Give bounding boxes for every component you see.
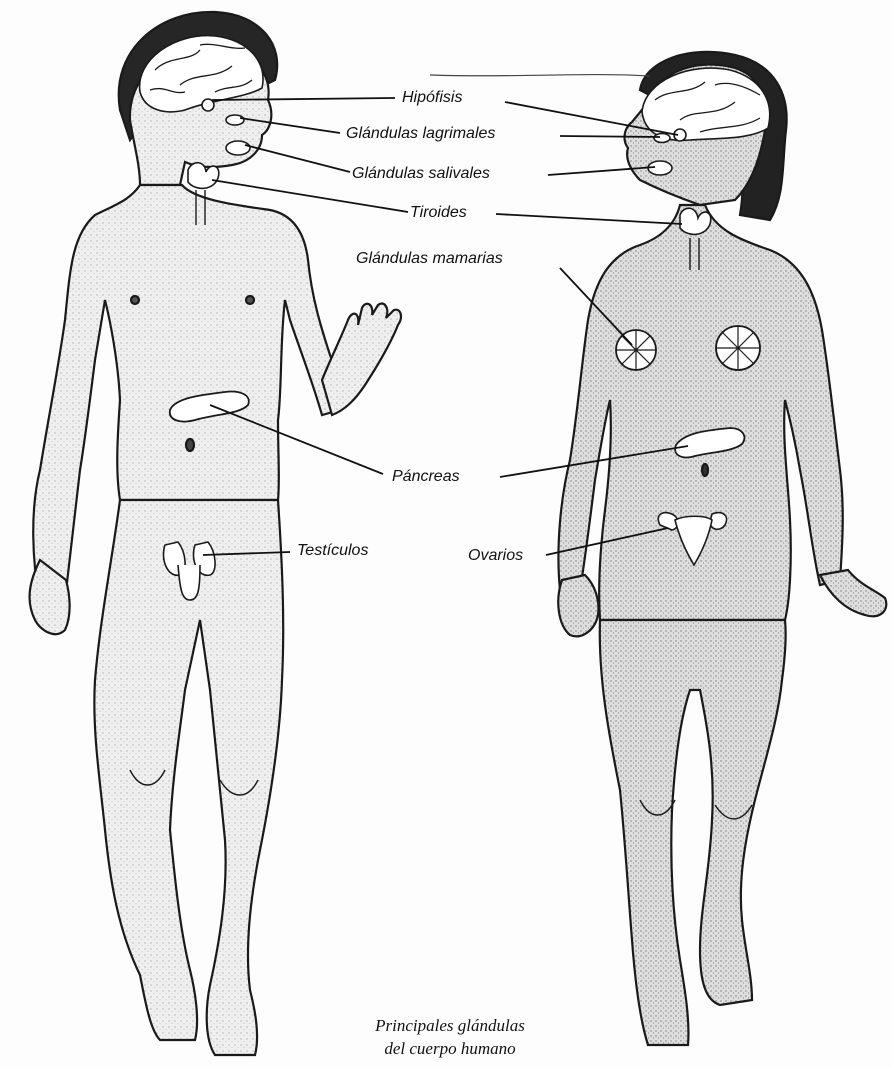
label-ovarios: Ovarios [468,548,523,564]
label-hipofisis: Hipófisis [402,90,462,106]
female-right-hand [820,570,886,616]
male-hand [322,303,401,415]
leader-tiroides-female [496,214,682,224]
label-pancreas: Páncreas [392,469,460,485]
female-legs [600,620,786,1045]
top-rule [430,75,650,76]
male-salivary [226,141,250,155]
male-thyroid [188,163,219,189]
caption-line-2: del cuerpo humano [330,1038,570,1061]
caption-line-1: Principales glándulas [330,1015,570,1038]
male-lacrimal [226,115,244,125]
leader-lagrimales-female [560,136,660,137]
label-glandulas-salivales: Glándulas salivales [352,166,490,182]
female-left-hand [558,575,598,636]
leader-salivales-male [245,145,350,172]
label-glandulas-mamarias: Glándulas mamarias [356,251,503,267]
female-thyroid [680,208,711,234]
male-figure [30,12,401,1055]
female-lacrimal [654,134,670,143]
label-tiroides: Tiroides [410,205,467,221]
female-torso [558,205,842,620]
label-testiculos: Testículos [297,543,368,559]
label-glandulas-lagrimales: Glándulas lagrimales [346,126,495,142]
figure-caption: Principales glándulas del cuerpo humano [330,1015,570,1061]
female-figure [558,52,886,1045]
